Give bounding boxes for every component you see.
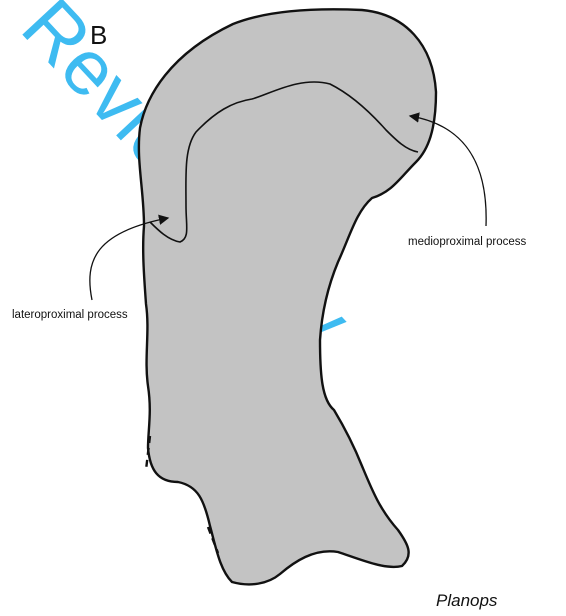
medioproximal-process-label: medioproximal process: [408, 236, 526, 248]
lateroproximal-process-label: lateroproximal process: [12, 309, 128, 321]
taxon-name: Planops: [436, 591, 498, 610]
panel-letter: B: [90, 20, 107, 50]
bone-outline: [139, 9, 436, 584]
